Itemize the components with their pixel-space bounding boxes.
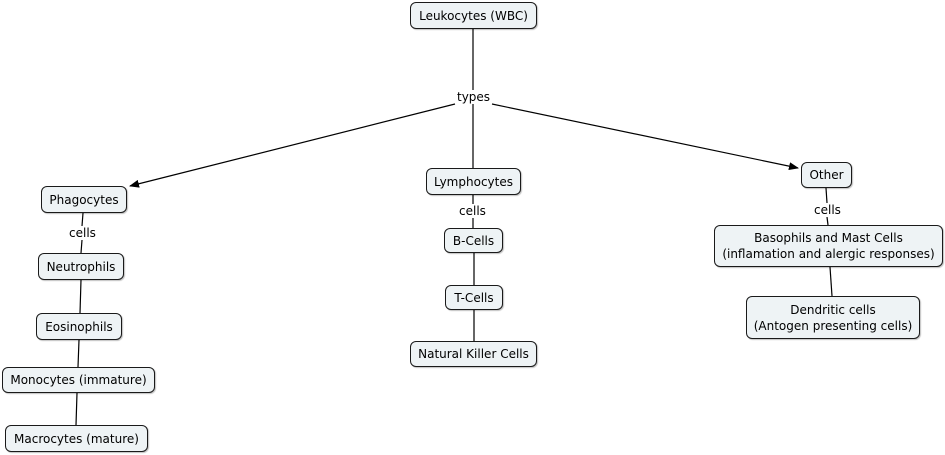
- edge-cells-neutrophils: [80, 239, 83, 254]
- node-dendritic[interactable]: Dendritic cells (Antogen presenting cell…: [746, 296, 920, 339]
- link-label-types: types: [455, 90, 493, 104]
- node-neutrophils[interactable]: Neutrophils: [38, 253, 124, 280]
- node-t-cells-label: T-Cells: [454, 290, 494, 305]
- edge-basophils-dendritic: [829, 266, 833, 297]
- node-macrocytes[interactable]: Macrocytes (mature): [5, 425, 148, 452]
- node-other[interactable]: Other: [801, 162, 852, 188]
- node-leukocytes[interactable]: Leukocytes (WBC): [410, 2, 537, 29]
- edge-eosinophils-monocytes: [77, 339, 80, 368]
- link-label-cells-lymphocytes: cells: [457, 204, 488, 218]
- node-monocytes[interactable]: Monocytes (immature): [2, 367, 155, 393]
- node-nk-cells[interactable]: Natural Killer Cells: [410, 341, 537, 367]
- node-phagocytes-label: Phagocytes: [49, 192, 119, 207]
- edge-phagocytes-cells: [81, 212, 84, 227]
- node-b-cells[interactable]: B-Cells: [444, 228, 503, 253]
- node-basophils-line1: Basophils and Mast Cells: [754, 231, 903, 245]
- node-basophils-line2: (inflamation and alergic responses): [722, 247, 935, 261]
- node-basophils[interactable]: Basophils and Mast Cells (inflamation an…: [714, 225, 943, 267]
- node-lymphocytes[interactable]: Lymphocytes: [426, 168, 521, 195]
- node-leukocytes-label: Leukocytes (WBC): [419, 8, 528, 23]
- node-eosinophils-label: Eosinophils: [45, 319, 113, 334]
- node-b-cells-label: B-Cells: [452, 233, 495, 248]
- link-label-cells-phagocytes: cells: [67, 226, 98, 240]
- node-dendritic-line2: (Antogen presenting cells): [753, 318, 913, 333]
- node-monocytes-label: Monocytes (immature): [10, 373, 147, 387]
- node-eosinophils[interactable]: Eosinophils: [36, 313, 122, 340]
- node-macrocytes-label: Macrocytes (mature): [14, 431, 139, 446]
- edge-cells-basophils: [826, 216, 829, 226]
- node-neutrophils-label: Neutrophils: [46, 259, 116, 274]
- edge-monocytes-macrocytes: [75, 392, 78, 426]
- edge-types-other: [491, 103, 799, 171]
- node-lymphocytes-label: Lymphocytes: [434, 174, 513, 189]
- node-nk-cells-label: Natural Killer Cells: [418, 347, 529, 361]
- edge-other-cells: [825, 187, 828, 204]
- node-other-label: Other: [809, 168, 844, 182]
- edge-neutrophils-eosinophils: [79, 279, 82, 314]
- edge-types-phagocytes: [129, 103, 456, 188]
- node-phagocytes[interactable]: Phagocytes: [41, 186, 127, 213]
- node-t-cells[interactable]: T-Cells: [445, 285, 503, 310]
- link-label-cells-other: cells: [812, 203, 843, 217]
- node-dendritic-line1: Dendritic cells: [790, 302, 876, 317]
